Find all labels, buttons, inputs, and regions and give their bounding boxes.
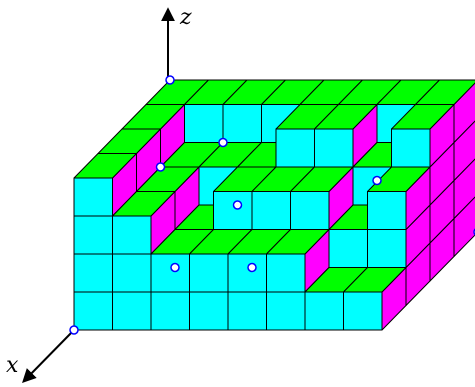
cube-front-face [112,215,152,255]
marked-point [165,75,175,85]
cube-front-face [251,191,291,230]
cube-front-face [213,191,253,230]
cube-top-face [73,153,137,179]
cube-front-face [112,253,152,293]
cube-front-face [150,291,190,331]
cube-front-face [150,253,190,293]
cube-structure [73,79,475,331]
cube-front-face [314,128,354,168]
cube-front-face [266,291,306,331]
marked-point [372,175,382,186]
cube-top-face [391,104,455,130]
cube-front-face [275,128,315,168]
cube-front-face [290,191,330,230]
cube-front-face [304,291,344,331]
marked-point [232,200,243,210]
cube-front-face [222,104,262,143]
cube-front-face [328,229,368,268]
marked-point [69,325,79,335]
marked-point [155,162,166,172]
cube-front-face [189,291,229,331]
cube-front-face [184,104,224,143]
cube-front-face [367,191,407,230]
cube-top-face [343,267,407,293]
cube-front-face [367,229,407,268]
marked-points [69,75,475,335]
cube-front-face [391,128,431,168]
x-axis-label: x [6,353,19,378]
cube-front-face [73,253,113,293]
z-axis-label: z [179,5,192,30]
cube-top-face [314,104,378,130]
cube-front-face [343,291,383,331]
x-axis [22,329,75,383]
marked-point [247,262,257,273]
cube-front-face [227,291,267,331]
cube-front-face [73,177,113,217]
cube-top-face [290,166,354,192]
cube-front-face [227,253,267,293]
cube-front-face [189,253,229,293]
cube-front-face [266,253,306,293]
cube-front-face [73,215,113,255]
cube-top-face [266,229,330,255]
cube-front-face [112,291,152,331]
cube-front-face [73,291,113,331]
cube-top-face [112,191,176,217]
marked-point [170,262,180,273]
cube-top-face [367,166,431,192]
marked-point [218,137,228,148]
